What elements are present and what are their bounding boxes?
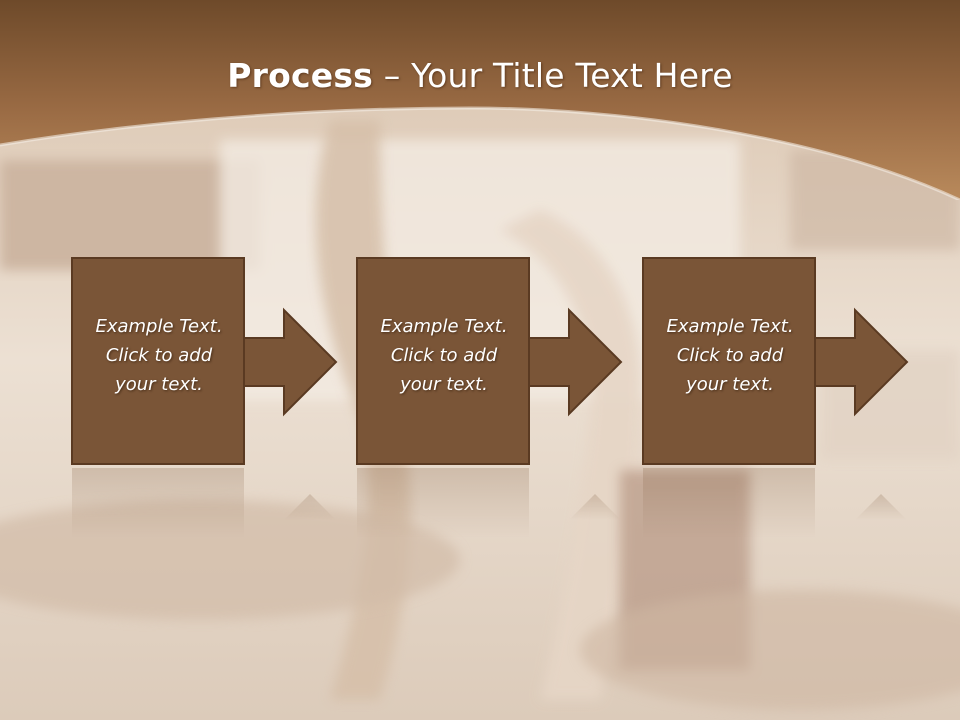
header-band bbox=[0, 0, 960, 200]
right-arrow-icon bbox=[814, 307, 909, 417]
process-step-1[interactable]: Example Text. Click to add your text. bbox=[70, 256, 410, 516]
step-3-line-2: Click to add bbox=[676, 345, 784, 366]
step-1-line-2: Click to add bbox=[105, 345, 213, 366]
step-2-text: Example Text. Click to add your text. bbox=[357, 312, 531, 399]
slide-title[interactable]: Process – Your Title Text Here bbox=[0, 56, 960, 95]
process-step-3[interactable]: Example Text. Click to add your text. bbox=[641, 256, 960, 516]
step-1-shape bbox=[71, 257, 338, 465]
step-3-shape bbox=[642, 257, 909, 465]
step-2-line-2: Click to add bbox=[390, 345, 498, 366]
steps-reflection bbox=[72, 468, 907, 538]
step-3-line-3: your text. bbox=[686, 374, 774, 395]
title-bold: Process bbox=[227, 56, 374, 95]
step-1-line-1: Example Text. bbox=[95, 316, 223, 337]
process-step-2[interactable]: Example Text. Click to add your text. bbox=[355, 256, 695, 516]
title-rest: – Your Title Text Here bbox=[373, 56, 733, 95]
right-arrow-icon bbox=[528, 307, 623, 417]
step-2-line-1: Example Text. bbox=[380, 316, 508, 337]
right-arrow-icon bbox=[243, 307, 338, 417]
step-1-line-3: your text. bbox=[115, 374, 203, 395]
step-1-text: Example Text. Click to add your text. bbox=[72, 312, 246, 399]
step-3-line-1: Example Text. bbox=[666, 316, 794, 337]
step-2-shape bbox=[356, 257, 623, 465]
step-2-line-3: your text. bbox=[400, 374, 488, 395]
step-3-text: Example Text. Click to add your text. bbox=[643, 312, 817, 399]
